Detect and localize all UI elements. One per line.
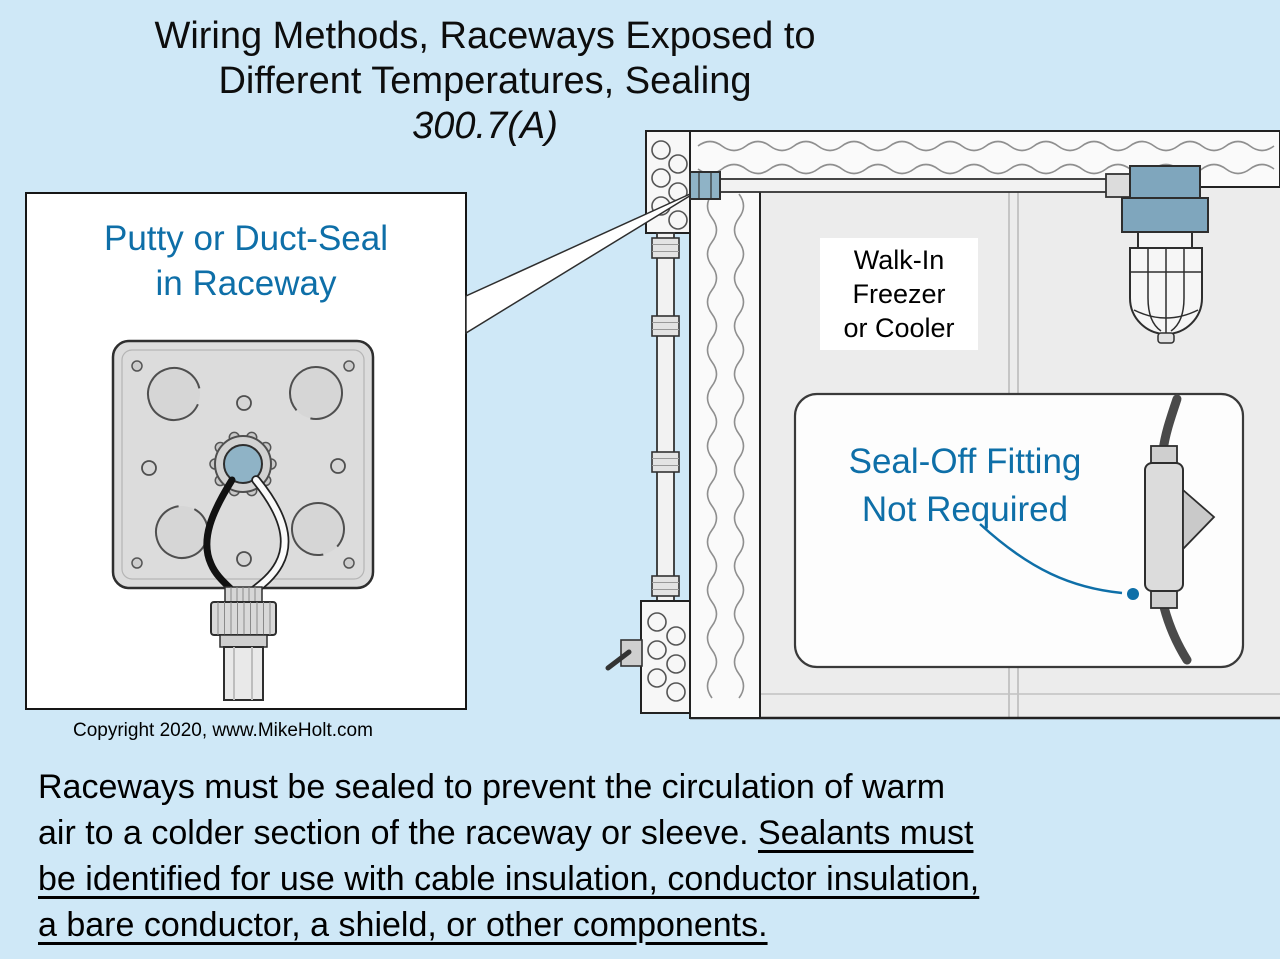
callout-pointer-dot (1127, 588, 1139, 600)
body-line: a bare conductor, a shield, or other com… (38, 902, 1276, 948)
conduit-body-fitting (1144, 394, 1216, 665)
knockout (291, 502, 345, 556)
vertical-conduit (656, 232, 675, 602)
wall-insulation-panel (689, 186, 761, 719)
putty-caption: Putty or Duct-Seal in Raceway (25, 216, 467, 306)
white-conductor (249, 477, 288, 595)
seal-off-label-line-1: Seal-Off Fitting (848, 442, 1082, 481)
sealed-raceway-fitting (689, 171, 721, 200)
vapor-proof-light-fixture (1121, 165, 1209, 344)
freezer-label-line-1: Walk-In (853, 245, 945, 275)
lamp-tip (1157, 332, 1175, 344)
wall-insulation-wave (706, 193, 718, 699)
callout-pointer-curve (979, 523, 1123, 595)
black-conductor (203, 476, 238, 596)
callout-leader-triangle (465, 188, 702, 335)
body-line: be identified for use with cable insulat… (38, 856, 1276, 902)
title-line-2: Different Temperatures, Sealing (218, 60, 752, 102)
freezer-label: Walk-In Freezer or Cooler (820, 238, 978, 350)
freezer-label-line-2: Freezer (852, 279, 946, 309)
knockout (147, 367, 201, 421)
seal-off-label-line-2: Not Required (861, 490, 1069, 529)
body-text-underlined: Sealants must (758, 814, 974, 852)
body-text-underlined: be identified for use with cable insulat… (38, 860, 980, 898)
seal-off-label: Seal-Off Fitting Not Required (800, 438, 1130, 534)
freezer-label-line-3: or Cooler (843, 313, 955, 343)
threaded-conduit-fitting (210, 586, 277, 701)
junction-box-illustration (111, 339, 375, 701)
putty-caption-line-2: in Raceway (155, 264, 337, 303)
knockout (289, 366, 343, 420)
switch-lever (605, 649, 632, 671)
conduit-connector (1105, 173, 1133, 198)
putty-caption-line-1: Putty or Duct-Seal (104, 219, 388, 258)
code-reference: 300.7(A) (412, 105, 558, 147)
diagram-title: Wiring Methods, Raceways Exposed to Diff… (30, 14, 940, 149)
body-text-underlined: a bare conductor, a shield, or other com… (38, 906, 768, 944)
explanatory-text: Raceways must be sealed to prevent the c… (38, 764, 1276, 948)
conduit-coupling (651, 315, 680, 337)
copyright-text: Copyright 2020, www.MikeHolt.com (73, 720, 373, 741)
body-line: air to a colder section of the raceway o… (38, 810, 1276, 856)
cable-bottom (1159, 602, 1192, 665)
putty-seal (223, 444, 263, 484)
body-text-normal: air to a colder section of the raceway o… (38, 814, 759, 852)
conduit-coupling (651, 575, 680, 597)
body-line: Raceways must be sealed to prevent the c… (38, 764, 1276, 810)
ceiling-insulation-wave (697, 140, 1275, 152)
title-line-1: Wiring Methods, Raceways Exposed to (154, 15, 816, 57)
wall-insulation-wave (733, 193, 745, 699)
horizontal-conduit (717, 178, 1109, 193)
conduit-coupling (651, 451, 680, 473)
switch-body (620, 639, 643, 667)
body-text-normal: Raceways must be sealed to prevent the c… (38, 768, 946, 806)
fitting-cover-wedge (1182, 488, 1216, 552)
conduit-coupling (651, 237, 680, 259)
